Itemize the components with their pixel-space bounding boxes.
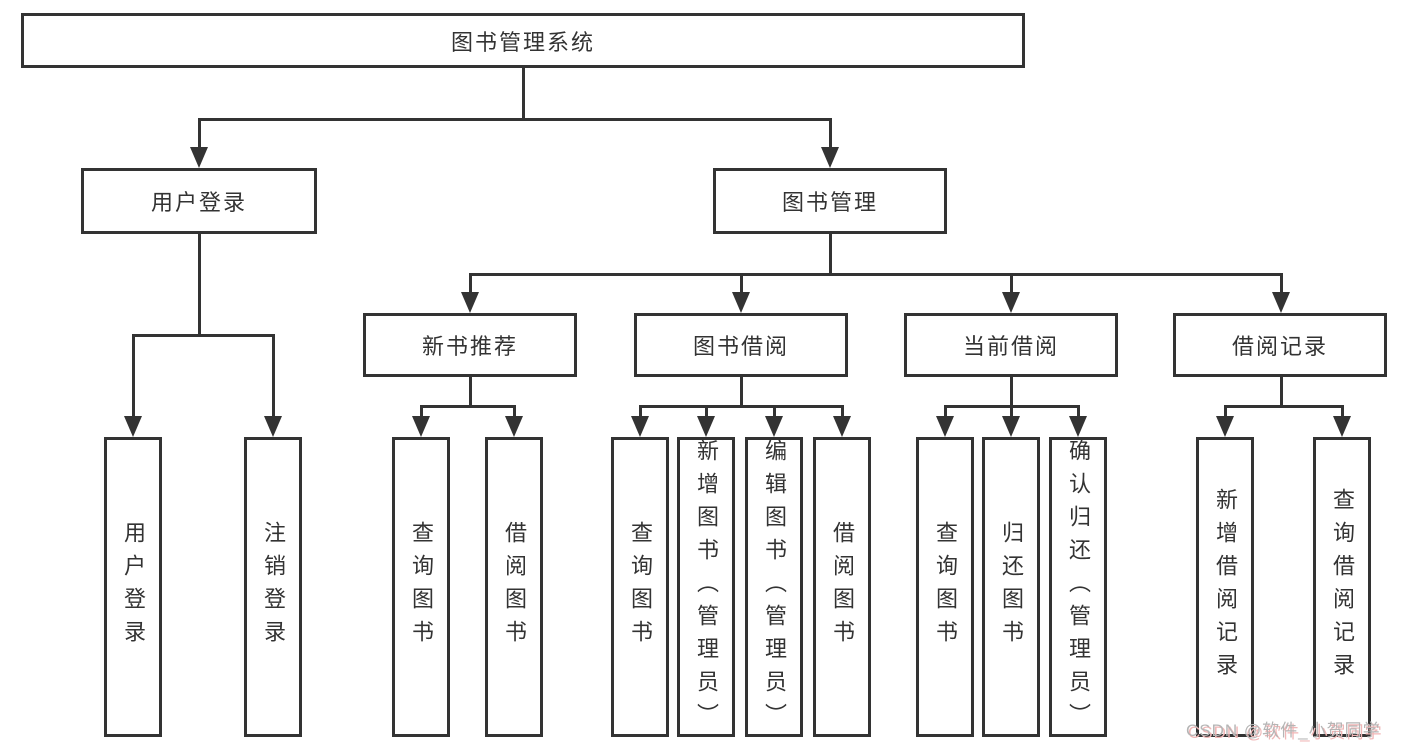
node-borrow-records-label: 借阅记录: [1231, 334, 1328, 359]
node-user-login-label: 用户登录: [150, 190, 247, 215]
leaf-nb-query-books: 查询图书: [392, 437, 450, 737]
connector-vline: [131, 335, 135, 417]
node-book-management-label: 图书管理: [781, 190, 878, 215]
node-root: 图书管理系统: [21, 13, 1025, 68]
leaf-bb-query-books: 查询图书: [611, 437, 669, 737]
arrowhead-down-icon: [1002, 292, 1020, 313]
leaf-nb-borrow-books: 借阅图书: [485, 437, 543, 737]
connector-vline: [1076, 406, 1080, 418]
leaf-nb-query-books-label: 查询图书: [409, 521, 434, 653]
connector-vline: [197, 119, 201, 149]
connector-hline: [943, 404, 1080, 408]
arrowhead-down-icon: [1002, 416, 1020, 437]
leaf-cb-return-books-label: 归还图书: [999, 521, 1024, 653]
connector-vline: [840, 406, 844, 418]
connector-hline: [638, 404, 844, 408]
connector-vline: [271, 335, 275, 417]
leaf-user-login-label: 用户登录: [121, 521, 146, 653]
connector-vline: [468, 377, 472, 407]
arrowhead-down-icon: [765, 416, 783, 437]
connector-vline: [739, 274, 743, 294]
connector-vline: [828, 233, 832, 275]
connector-vline: [943, 406, 947, 418]
arrowhead-down-icon: [1333, 416, 1351, 437]
leaf-cb-confirm-return-admin: 确认归还（管理员）: [1049, 437, 1107, 737]
leaf-bb-add-books-admin-label: 新增图书（管理员）: [694, 438, 719, 736]
leaf-logout-label: 注销登录: [261, 521, 286, 653]
leaf-bb-edit-books-admin-label: 编辑图书（管理员）: [762, 438, 787, 736]
arrowhead-down-icon: [190, 147, 208, 168]
connector-vline: [1340, 406, 1344, 418]
arrowhead-down-icon: [124, 416, 142, 437]
arrowhead-down-icon: [461, 292, 479, 313]
connector-vline: [512, 406, 516, 418]
connector-vline: [704, 406, 708, 418]
node-new-book-recommend-label: 新书推荐: [421, 334, 518, 359]
leaf-br-query-record-label: 查询借阅记录: [1330, 488, 1355, 686]
arrowhead-down-icon: [821, 147, 839, 168]
arrowhead-down-icon: [1069, 416, 1087, 437]
leaf-nb-borrow-books-label: 借阅图书: [502, 521, 527, 653]
leaf-cb-query-books: 查询图书: [916, 437, 974, 737]
leaf-bb-query-books-label: 查询图书: [628, 521, 653, 653]
arrowhead-down-icon: [697, 416, 715, 437]
connector-vline: [739, 377, 743, 407]
connector-vline: [1223, 406, 1227, 418]
connector-hline: [131, 333, 275, 337]
node-book-borrow: 图书借阅: [634, 313, 848, 377]
leaf-br-add-record-label: 新增借阅记录: [1213, 488, 1238, 686]
arrowhead-down-icon: [412, 416, 430, 437]
arrowhead-down-icon: [631, 416, 649, 437]
connector-vline: [1279, 377, 1283, 407]
leaf-br-add-record: 新增借阅记录: [1196, 437, 1254, 737]
arrowhead-down-icon: [732, 292, 750, 313]
connector-vline: [1009, 377, 1013, 407]
connector-hline: [419, 404, 516, 408]
leaf-bb-borrow-books: 借阅图书: [813, 437, 871, 737]
node-root-label: 图书管理系统: [450, 29, 595, 55]
arrowhead-down-icon: [1216, 416, 1234, 437]
node-new-book-recommend: 新书推荐: [363, 313, 577, 377]
connector-vline: [419, 406, 423, 418]
connector-vline: [197, 234, 201, 337]
leaf-cb-confirm-return-admin-label: 确认归还（管理员）: [1066, 438, 1091, 736]
node-book-borrow-label: 图书借阅: [692, 334, 789, 359]
leaf-bb-borrow-books-label: 借阅图书: [830, 521, 855, 653]
connector-vline: [828, 119, 832, 149]
node-current-borrow-label: 当前借阅: [962, 334, 1059, 359]
connector-hline: [468, 272, 1283, 276]
connector-vline: [521, 68, 525, 121]
connector-vline: [1009, 406, 1013, 418]
connector-vline: [772, 406, 776, 418]
node-user-login: 用户登录: [81, 168, 317, 234]
connector-vline: [468, 274, 472, 294]
leaf-logout: 注销登录: [244, 437, 302, 737]
arrowhead-down-icon: [264, 416, 282, 437]
node-book-management: 图书管理: [713, 168, 947, 234]
leaf-cb-return-books: 归还图书: [982, 437, 1040, 737]
leaf-user-login: 用户登录: [104, 437, 162, 737]
leaf-br-query-record: 查询借阅记录: [1313, 437, 1371, 737]
connector-hline: [197, 117, 832, 121]
leaf-bb-add-books-admin: 新增图书（管理员）: [677, 437, 735, 737]
connector-vline: [1009, 274, 1013, 294]
connector-vline: [638, 406, 642, 418]
leaf-cb-query-books-label: 查询图书: [933, 521, 958, 653]
node-current-borrow: 当前借阅: [904, 313, 1118, 377]
connector-hline: [1223, 404, 1344, 408]
leaf-bb-edit-books-admin: 编辑图书（管理员）: [745, 437, 803, 737]
arrowhead-down-icon: [1272, 292, 1290, 313]
arrowhead-down-icon: [833, 416, 851, 437]
connector-vline: [1279, 274, 1283, 294]
node-borrow-records: 借阅记录: [1173, 313, 1387, 377]
arrowhead-down-icon: [505, 416, 523, 437]
arrowhead-down-icon: [936, 416, 954, 437]
csdn-watermark: CSDN @软件_小贺同学: [1186, 721, 1381, 740]
